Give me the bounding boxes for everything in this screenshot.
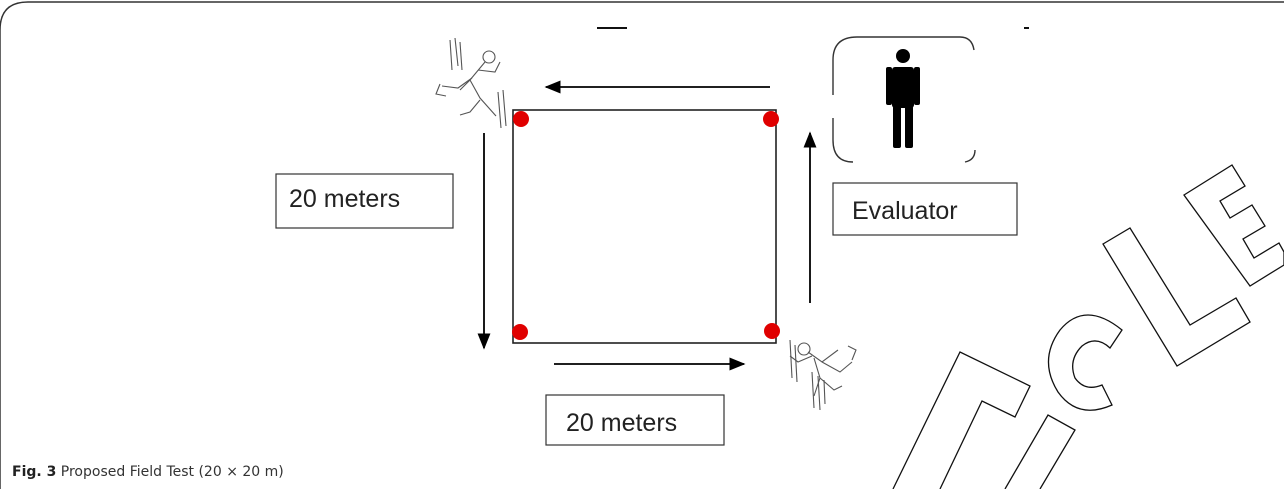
evaluator-label-box: Evaluator bbox=[832, 182, 1018, 236]
bottom-distance-label-box: 20 meters bbox=[545, 394, 725, 446]
runner-icon-top-left bbox=[435, 37, 507, 129]
runner-icon-bottom-right bbox=[789, 339, 857, 411]
cone-marker-bottom-right bbox=[764, 323, 780, 339]
cone-marker-top-right bbox=[763, 111, 779, 127]
left-distance-label-box: 20 meters bbox=[275, 173, 454, 229]
retracted-watermark bbox=[892, 164, 1284, 489]
cone-marker-top-left bbox=[513, 111, 529, 127]
caption-text: Proposed Field Test (20 × 20 m) bbox=[60, 464, 284, 480]
figure-caption: Fig. 3 Proposed Field Test (20 × 20 m) bbox=[12, 464, 284, 480]
evaluator-person-icon bbox=[886, 49, 920, 148]
field-square bbox=[512, 109, 777, 344]
evaluator-label: Evaluator bbox=[852, 197, 958, 225]
left-distance-label: 20 meters bbox=[289, 185, 400, 213]
cone-marker-bottom-left bbox=[512, 324, 528, 340]
figure-number: Fig. 3 bbox=[12, 464, 57, 480]
bottom-distance-label: 20 meters bbox=[566, 409, 677, 437]
stray-mark bbox=[597, 27, 627, 29]
stray-mark bbox=[1024, 27, 1029, 29]
evaluator-icon-box bbox=[832, 36, 976, 163]
